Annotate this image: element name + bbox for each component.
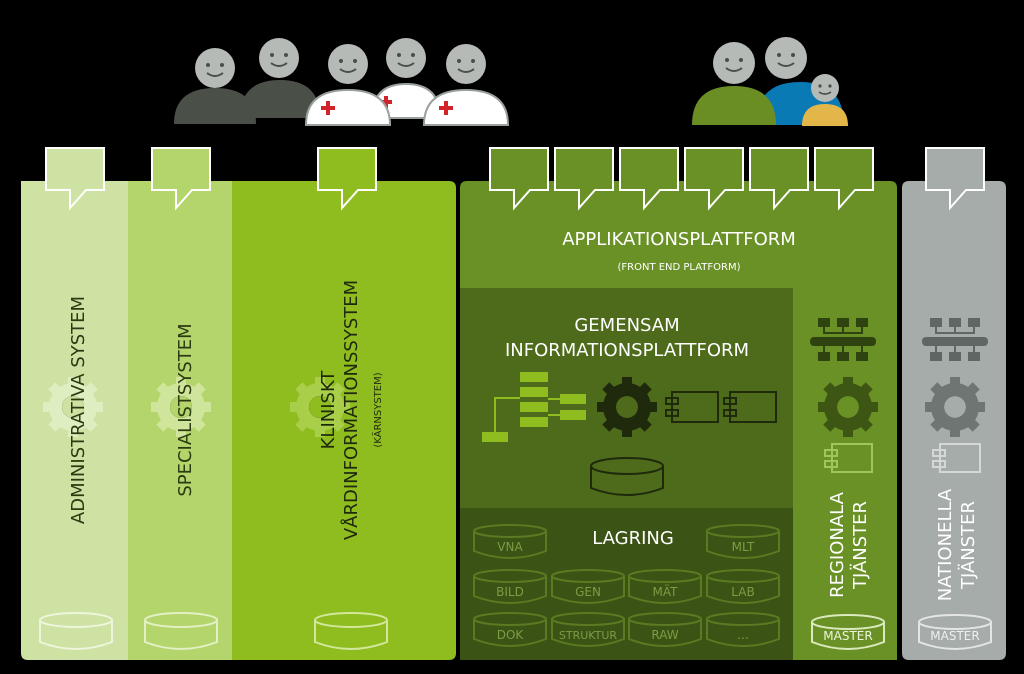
- storage-title: LAGRING: [592, 528, 674, 549]
- storage-area: [460, 508, 793, 660]
- regional-column-label-line1: REGIONALA: [827, 491, 848, 598]
- storage-cylinder-label: BILD: [496, 585, 524, 599]
- clinical-column: [232, 181, 456, 660]
- master-label: MASTER: [823, 629, 872, 643]
- storage-cylinder-label: GEN: [575, 585, 601, 599]
- patient-group: [692, 37, 848, 126]
- network-hierarchy-icon: [810, 318, 876, 361]
- app-platform-subtitle: (FRONT END PLATFORM): [617, 262, 740, 273]
- info-platform-title-line2: INFORMATIONSPLATTFORM: [505, 340, 749, 361]
- storage-cylinder-label: MLT: [732, 540, 755, 554]
- staff-person-icon: [240, 38, 320, 118]
- storage-cylinder: VNA: [473, 524, 547, 559]
- nurse-icon: [422, 44, 510, 126]
- storage-cylinder: DOK: [473, 612, 547, 647]
- info-platform-title-line1: GEMENSAM: [574, 315, 679, 336]
- storage-cylinder: BILD: [473, 569, 547, 604]
- storage-cylinder-label: MÄT: [653, 584, 679, 599]
- specialist-column-label: SPECIALISTSYSTEM: [175, 323, 196, 496]
- component-icon: [932, 443, 981, 473]
- storage-cylinder-label: RAW: [651, 628, 678, 642]
- storage-cylinder-label: LAB: [731, 585, 754, 599]
- storage-cylinder: STRUKTUR: [551, 612, 625, 647]
- storage-cylinder: ...: [706, 612, 780, 647]
- gear-icon: [290, 377, 350, 437]
- component-icon: [824, 443, 873, 473]
- database-icon: [39, 612, 113, 650]
- component-icon: [723, 391, 777, 423]
- storage-cylinder-label: VNA: [497, 540, 523, 554]
- master-database-icon: MASTER: [811, 614, 885, 650]
- storage-cylinder: RAW: [628, 612, 702, 647]
- clinical-column-label-line2: VÅRDINFORMATIONSSYSTEM: [340, 280, 362, 540]
- gear-icon: [151, 377, 211, 437]
- database-icon: [314, 612, 388, 650]
- storage-cylinder-label: ...: [737, 628, 748, 642]
- nurse-icon: [304, 44, 392, 126]
- storage-cylinder: LAB: [706, 569, 780, 604]
- network-hierarchy-icon: [922, 318, 988, 361]
- master-database-icon: MASTER: [918, 614, 992, 650]
- patient-person-icon: [692, 42, 776, 125]
- national-column-label-line1: NATIONELLA: [935, 488, 956, 601]
- gear-icon: [818, 377, 878, 437]
- database-icon: [590, 457, 664, 496]
- storage-cylinders: VNA MLT BILD GEN MÄT LAB DOK STRUKTUR RAW...: [473, 524, 780, 647]
- national-column-label-line2: TJÄNSTER: [958, 501, 979, 590]
- clinical-column-sublabel: (KÄRNSYSTEM): [371, 372, 384, 447]
- gear-icon: [925, 377, 985, 437]
- gear-icon: [43, 377, 103, 437]
- gear-icon: [597, 377, 657, 437]
- storage-cylinder-label: STRUKTUR: [559, 629, 618, 642]
- staff-group: [174, 38, 510, 126]
- master-label: MASTER: [930, 629, 979, 643]
- app-platform-title: APPLIKATIONSPLATTFORM: [562, 229, 796, 250]
- storage-cylinder: MLT: [706, 524, 780, 559]
- child-person-icon: [802, 74, 848, 126]
- storage-cylinder: MÄT: [628, 569, 702, 604]
- storage-cylinder: GEN: [551, 569, 625, 604]
- hierarchy-chart-icon: [482, 372, 586, 442]
- component-icon: [665, 391, 719, 423]
- database-icon: [144, 612, 218, 650]
- regional-column-label-line2: TJÄNSTER: [850, 501, 871, 590]
- regional-column: [793, 288, 897, 660]
- staff-person-icon: [174, 48, 256, 124]
- admin-column-label: ADMINISTRATIVA SYSTEM: [68, 296, 89, 524]
- storage-cylinder-label: DOK: [497, 628, 525, 642]
- clinical-column-label-line1: KLINISKT: [318, 370, 339, 450]
